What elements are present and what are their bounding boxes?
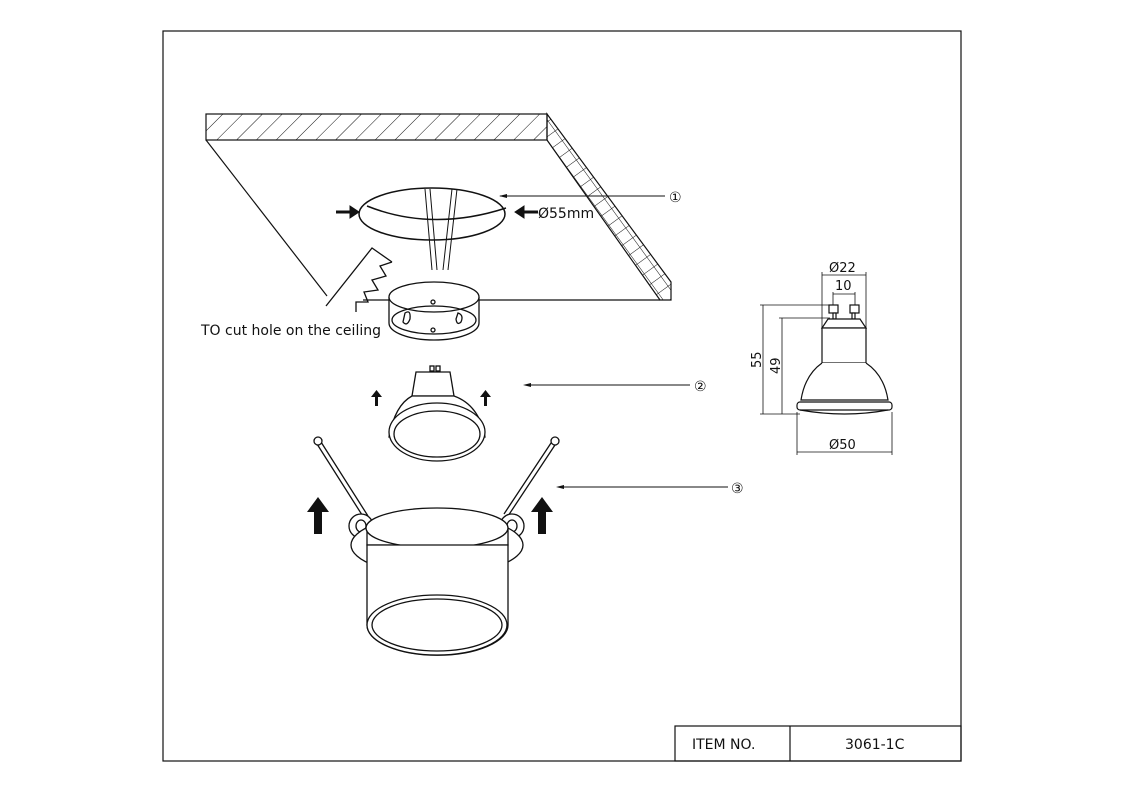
dim-top-width: Ø22 [829,261,856,276]
ceiling-hole [358,187,507,271]
callout-3-arrow-icon [556,485,564,489]
dim-pin-spacing: 10 [835,279,852,294]
dimension-lines [760,272,893,455]
saw-icon [325,247,393,312]
hole-diameter-label: Ø55mm [538,206,594,222]
bulb-up-arrow-left-icon [371,390,382,406]
junction-box [388,281,480,341]
callout-1-arrow-icon [499,194,507,198]
dim-body-height: 49 [769,357,784,374]
housing-up-arrow-right-icon [531,497,553,534]
callout-2-arrow-icon [523,383,531,387]
dim-total-height: 55 [750,351,765,368]
cut-instruction-label: TO cut hole on the ceiling [200,323,381,339]
hole-arrow-right-icon [514,205,538,219]
ceiling [205,112,672,301]
item-number-label: ITEM NO. [692,737,755,753]
callout-2: ② [694,379,707,395]
downlight-housing [313,436,560,656]
drawing-frame [162,30,962,762]
gu10-bulb [388,365,486,462]
hole-arrow-left-icon [336,205,360,219]
callout-3: ③ [731,481,744,497]
dim-face-diameter: Ø50 [829,438,856,453]
bulb-up-arrow-right-icon [480,390,491,406]
housing-up-arrow-left-icon [307,497,329,534]
bulb-dimension-view [796,304,893,415]
item-number-value: 3061-1C [845,737,905,753]
callout-1: ① [669,190,682,206]
title-block [674,725,962,762]
